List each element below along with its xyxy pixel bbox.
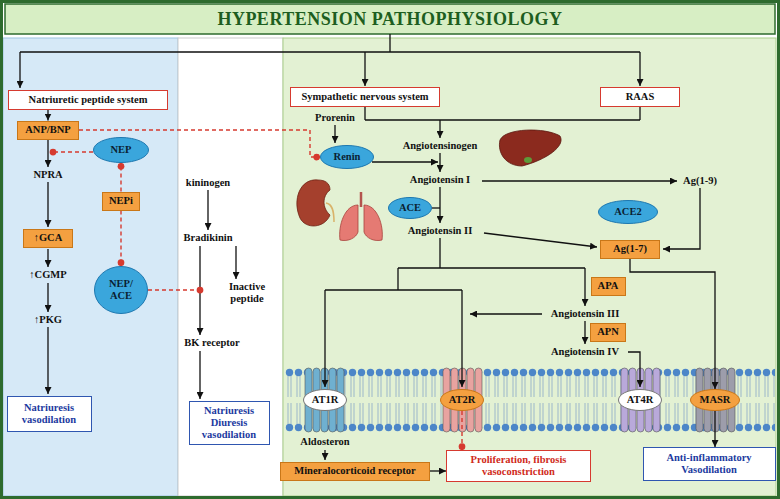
- inhibition-connector: [120, 163, 121, 192]
- receptor-ellipse: AT4R: [618, 389, 662, 411]
- left-panel: [3, 38, 178, 496]
- inhibition-connector: [120, 211, 121, 267]
- node-text: Natriuresis vasodilation: [14, 402, 84, 426]
- node-text: NEP: [111, 144, 132, 156]
- node-text: Sympathetic nervous system: [301, 91, 428, 103]
- node-text: Anti-inflammatory Vasodilation: [650, 452, 768, 476]
- arrow-connector: [430, 470, 446, 471]
- arrow-connector: [47, 110, 48, 121]
- pathway-label: Inactive peptide: [224, 281, 270, 305]
- pathway-label: Prorenin: [315, 112, 355, 124]
- enzyme-box: APN: [590, 323, 626, 342]
- pathway-label: ↑CGMP: [29, 269, 66, 281]
- peptide-box: ANP/BNP: [17, 121, 79, 140]
- pathway-label: Angiotensinogen: [403, 140, 478, 152]
- pathway-label: Bradikinin: [183, 232, 232, 244]
- node-text: APA: [598, 280, 619, 292]
- flow-arrows: [20, 34, 700, 460]
- inhibition-connector: [461, 411, 462, 450]
- ellipse-shape: [95, 267, 148, 314]
- node-text: NEPi: [109, 195, 133, 207]
- receptor-ellipse: MASR: [690, 389, 740, 411]
- kidney-illustration: [297, 180, 334, 226]
- node-text: AT1R: [312, 394, 339, 406]
- node-text: ACE2: [614, 206, 641, 218]
- peptide-box: Ag(1-7): [600, 240, 660, 259]
- title-banner: [5, 4, 775, 34]
- arrow-connector: [630, 259, 715, 390]
- node-text: Natriuresis Diuresis vasodilation: [196, 405, 262, 441]
- pathway-label: BK receptor: [184, 337, 240, 349]
- pathway-label: Aldosteron: [300, 436, 349, 448]
- enzyme-ellipse: NEP/ ACE: [94, 266, 148, 314]
- ellipse-shape: [441, 390, 484, 411]
- node-text: ↑GCA: [34, 232, 63, 244]
- pathway-label: NPRA: [33, 169, 62, 181]
- node-text: MASR: [700, 394, 731, 406]
- node-text: APN: [597, 326, 619, 338]
- node-text: ANP/BNP: [25, 124, 71, 136]
- pathway-label: kininogen: [186, 177, 230, 189]
- ellipse-shape: [691, 390, 740, 411]
- arrow-connector: [714, 411, 715, 447]
- pathway-label: ↑PKG: [34, 314, 62, 326]
- system-box: Natriuretic peptide system: [8, 90, 168, 110]
- effect-box: Anti-inflammatory Vasodilation: [643, 447, 776, 481]
- liver-illustration: [499, 130, 561, 166]
- system-box: RAAS: [600, 87, 680, 107]
- enzyme-ellipse: NEP: [93, 137, 149, 163]
- middle-panel: [178, 38, 283, 496]
- node-text: NEP/ ACE: [104, 278, 138, 302]
- node-text: Natriuretic peptide system: [29, 94, 148, 106]
- mediator-box: ↑GCA: [23, 229, 73, 248]
- node-text: ACE: [399, 202, 421, 214]
- inhibitor-box: NEPi: [102, 192, 140, 211]
- node-text: AT2R: [449, 394, 476, 406]
- enzyme-ellipse: ACE2: [598, 200, 658, 224]
- ellipse-shape: [321, 146, 374, 169]
- effect-box: Natriuresis vasodilation: [7, 396, 92, 432]
- node-text: Mineralocorticoid receptor: [294, 465, 415, 477]
- ellipse-shape: [94, 138, 149, 163]
- pathway-label: Angiotensin III: [551, 308, 620, 320]
- effect-box: Proliferation, fibrosis vasoconstriction: [446, 450, 591, 482]
- node-text: AT4R: [627, 394, 654, 406]
- receptor-ellipse: AT2R: [440, 389, 484, 411]
- node-text: Renin: [334, 151, 361, 163]
- node-text: Ag(1-7): [613, 243, 647, 255]
- system-box: Sympathetic nervous system: [290, 87, 440, 107]
- lungs-illustration: [340, 192, 383, 241]
- cell-membrane: [285, 368, 775, 432]
- enzyme-box: APA: [591, 277, 626, 296]
- ellipse-shape: [389, 198, 432, 219]
- right-panel: [283, 38, 776, 496]
- pathway-label: Ag(1-9): [683, 175, 717, 187]
- node-text: Proliferation, fibrosis vasoconstriction: [454, 454, 584, 478]
- receptor-ellipse: AT1R: [303, 389, 347, 411]
- receptor-box: Mineralocorticoid receptor: [280, 462, 430, 481]
- ellipse-shape: [619, 390, 662, 411]
- effect-box: Natriuresis Diuresis vasodilation: [189, 401, 270, 445]
- enzyme-ellipse: Renin: [320, 145, 374, 169]
- ellipse-shape: [304, 390, 347, 411]
- ellipse-shape: [599, 201, 658, 224]
- node-text: RAAS: [626, 91, 655, 103]
- pathway-label: Angiotensin I: [410, 174, 470, 186]
- pathway-label: Angiotensin IV: [551, 346, 619, 358]
- enzyme-ellipse: ACE: [388, 197, 432, 219]
- pathway-label: Angiotensin II: [408, 225, 472, 237]
- diagram-title: HYPERTENSION PATHOPHYSIOLOGY: [5, 4, 775, 34]
